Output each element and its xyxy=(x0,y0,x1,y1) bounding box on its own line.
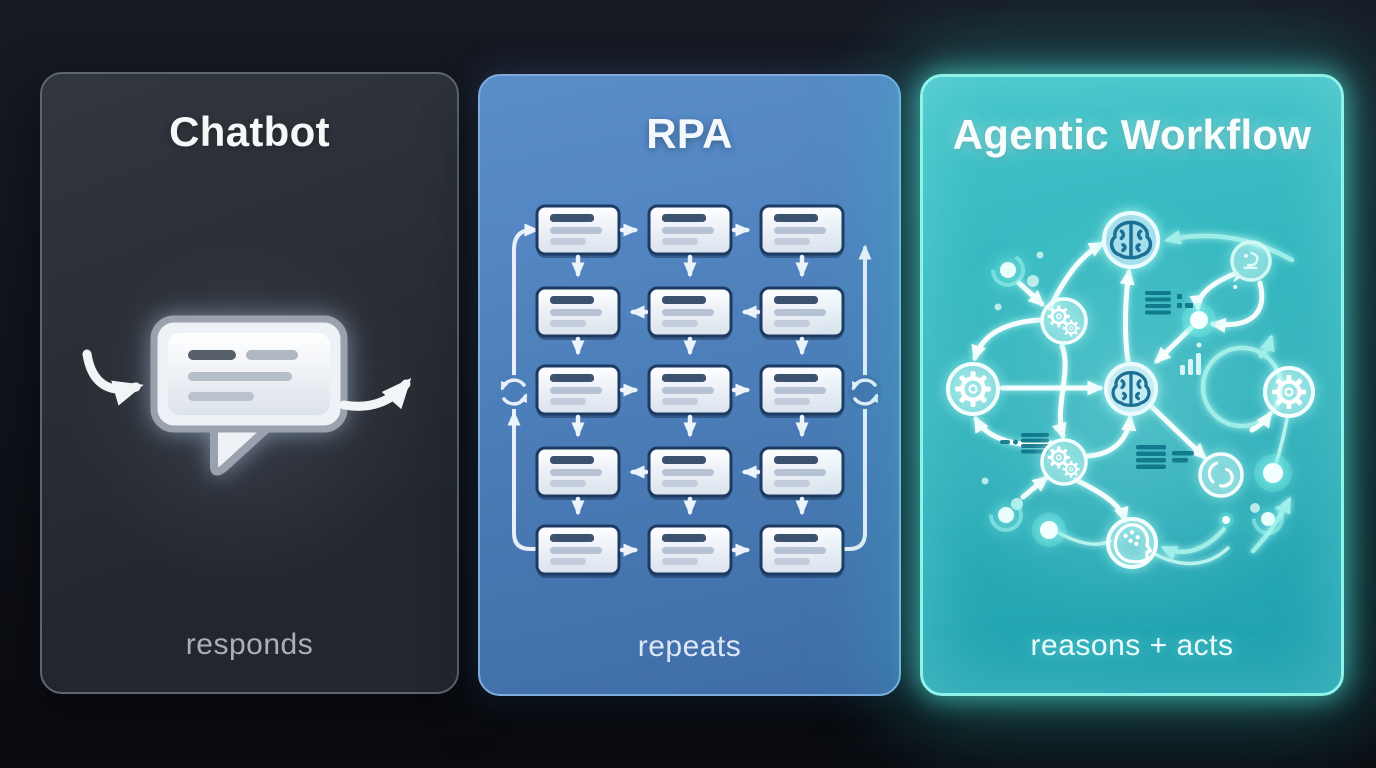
flow-arrow xyxy=(1020,475,1050,500)
workflow-node-chat-face-icon xyxy=(1230,240,1272,289)
flow-arrow xyxy=(1085,414,1137,459)
flow-arrow xyxy=(1164,229,1295,263)
outgoing-arrow-icon xyxy=(339,377,412,411)
workflow-node-tool-icon xyxy=(1198,452,1244,498)
chatbot-illustration xyxy=(82,315,412,476)
loop-circle-arrow-bottom xyxy=(1249,410,1273,433)
workflow-node-gears-icon xyxy=(1040,297,1088,345)
panel-rpa-caption: repeats xyxy=(637,630,742,663)
flow-arrow xyxy=(1250,496,1292,554)
flow-arrow xyxy=(1016,280,1045,307)
flowchart-grid xyxy=(535,204,845,578)
workflow-node-gear-icon xyxy=(946,362,1000,416)
bubble-text-lines xyxy=(188,350,298,401)
glow-dot xyxy=(1254,454,1292,492)
bar-chart-icon xyxy=(1180,342,1202,375)
panel-rpa: RPA xyxy=(478,74,901,696)
list-wide-icon xyxy=(1136,445,1194,469)
small-dot xyxy=(1027,275,1039,287)
refresh-icon-left xyxy=(497,375,531,409)
flow-box xyxy=(535,364,621,418)
flow-arrow xyxy=(971,317,1043,362)
flow-box xyxy=(647,524,733,578)
flow-box xyxy=(647,446,733,500)
flow-box xyxy=(535,524,621,578)
rpa-illustration xyxy=(497,204,882,578)
flow-box xyxy=(759,446,845,500)
workflow-node-gear-icon xyxy=(1263,366,1315,418)
loop-circle-arrow-top xyxy=(1258,334,1275,359)
flow-box xyxy=(535,446,621,500)
flow-box xyxy=(647,286,733,340)
flow-box xyxy=(647,364,733,418)
flow-box xyxy=(759,364,845,418)
flow-arrow xyxy=(1119,268,1135,364)
glow-dot xyxy=(1181,302,1217,338)
flow-box xyxy=(759,204,845,258)
panel-rpa-title: RPA xyxy=(646,110,733,157)
ring-dot xyxy=(989,498,1023,532)
panel-chatbot-title: Chatbot xyxy=(169,108,330,155)
flow-box xyxy=(647,204,733,258)
panel-agentic-title: Agentic Workflow xyxy=(952,111,1312,158)
flow-box xyxy=(535,204,621,258)
flow-arrow xyxy=(1209,280,1265,333)
small-dot xyxy=(1036,251,1044,259)
panel-agentic-caption: reasons + acts xyxy=(1030,629,1234,662)
flow-arrow xyxy=(1160,526,1227,560)
panel-agentic: Agentic Workflow xyxy=(920,74,1344,696)
flow-box xyxy=(759,286,845,340)
chat-bubble-icon xyxy=(150,315,348,476)
flow-arrows xyxy=(571,223,809,557)
panel-chatbot-caption: responds xyxy=(185,628,314,661)
flow-curve xyxy=(1153,546,1230,566)
ring-dot xyxy=(1252,503,1284,535)
incoming-arrow-icon xyxy=(82,349,144,406)
small-dot xyxy=(994,303,1002,311)
ring-dot xyxy=(991,253,1025,287)
workflow-node-brain-icon xyxy=(1102,211,1160,269)
workflow-node-brain-icon xyxy=(1104,362,1158,416)
small-dot xyxy=(981,477,989,485)
panel-chatbot: Chatbot xyxy=(40,72,459,694)
list-lead-icon xyxy=(1000,433,1049,454)
glow-dot xyxy=(1031,512,1067,548)
flow-box xyxy=(759,524,845,578)
workflow-nodes xyxy=(946,211,1315,569)
flow-box xyxy=(535,286,621,340)
glow-dot xyxy=(1218,512,1234,528)
workflow-node-gears-icon xyxy=(1040,438,1088,486)
flow-arrow xyxy=(1189,271,1237,312)
workflow-node-head-brain-icon xyxy=(1106,517,1158,569)
flow-arrow xyxy=(1154,325,1194,364)
loop-line-right xyxy=(841,244,872,551)
decorative-dots xyxy=(981,251,1292,548)
flow-arrow xyxy=(1047,241,1106,311)
agentic-illustration xyxy=(946,211,1315,569)
flow-arrow xyxy=(1052,343,1068,440)
small-dot xyxy=(1250,503,1260,513)
flow-arrow xyxy=(1149,404,1207,460)
list-dots-icon xyxy=(1145,291,1193,315)
refresh-icon-right xyxy=(848,375,882,409)
flow-arrow xyxy=(1073,477,1129,524)
